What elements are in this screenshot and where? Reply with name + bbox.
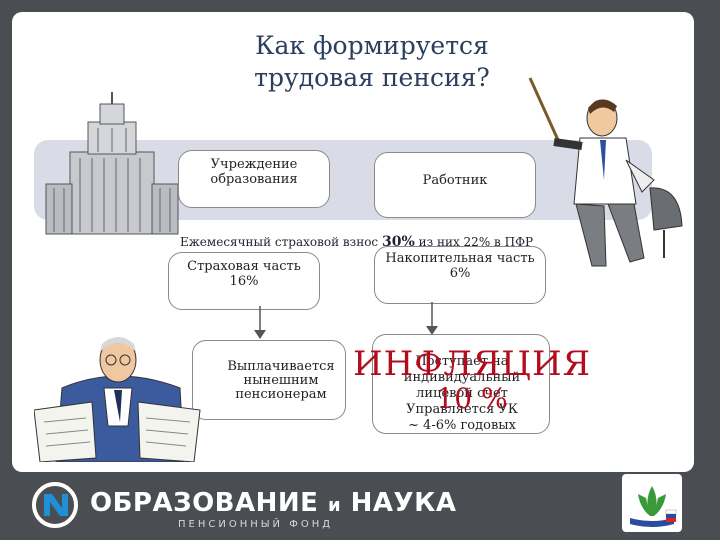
brand-end: НАУКА xyxy=(350,488,457,518)
employer-label: Учреждение образования xyxy=(210,157,298,187)
title-line-2: трудовая пенсия? xyxy=(254,63,490,92)
fund-line-3: лицевой счет xyxy=(416,386,508,401)
fund-box xyxy=(372,334,550,434)
funded-part-box: Накопительная часть 6% xyxy=(374,246,546,304)
brand-and: и xyxy=(327,495,342,516)
brand-subtitle: ПЕНСИОННЫЙ ФОНД xyxy=(178,519,334,530)
fund-line-5: ~ 4-6% годовых xyxy=(408,418,516,433)
insurance-part-label: Страховая часть 16% xyxy=(187,259,301,289)
reader-illustration-icon xyxy=(34,337,201,462)
insurance-part-box: Страховая часть 16% xyxy=(168,252,320,310)
employer-box: Учреждение образования xyxy=(178,150,330,208)
fund-text: Поступает на индивидуальный лицевой счет… xyxy=(382,354,542,434)
fund-line-2: индивидуальный xyxy=(403,370,521,385)
brand-title: ОБРАЗОВАНИЕ и НАУКА xyxy=(90,488,456,518)
arrow-down-icon xyxy=(426,302,438,335)
arrow-down-icon xyxy=(254,306,266,339)
slide: Как формируется трудовая пенсия? Учрежде… xyxy=(12,12,694,472)
brand-main: ОБРАЗОВАНИЕ xyxy=(90,488,319,518)
payout-text: Выплачивается нынешним пенсионерам xyxy=(227,359,335,402)
contribution-suffix: из них 22% в ПФР xyxy=(418,235,534,249)
brand-logo-icon xyxy=(32,482,78,528)
inflation-label: ИНФЛЯЦИЯ xyxy=(352,344,592,384)
slide-title: Как формируется трудовая пенсия? xyxy=(212,30,532,94)
inflation-pct: 10 % xyxy=(436,382,508,415)
title-line-1: Как формируется xyxy=(255,31,489,60)
fund-line-1: Поступает на xyxy=(415,354,509,369)
contribution-prefix: Ежемесячный страховой взнос xyxy=(180,235,379,249)
teacher-illustration-icon xyxy=(528,77,683,267)
funded-part-label: Накопительная часть 6% xyxy=(385,251,535,281)
worker-label: Работник xyxy=(422,173,488,188)
worker-box: Работник xyxy=(374,152,536,218)
payout-box xyxy=(192,340,346,420)
union-emblem-icon xyxy=(622,474,682,532)
building-icon xyxy=(45,92,179,235)
fund-line-4: Управляется УК xyxy=(406,402,518,417)
